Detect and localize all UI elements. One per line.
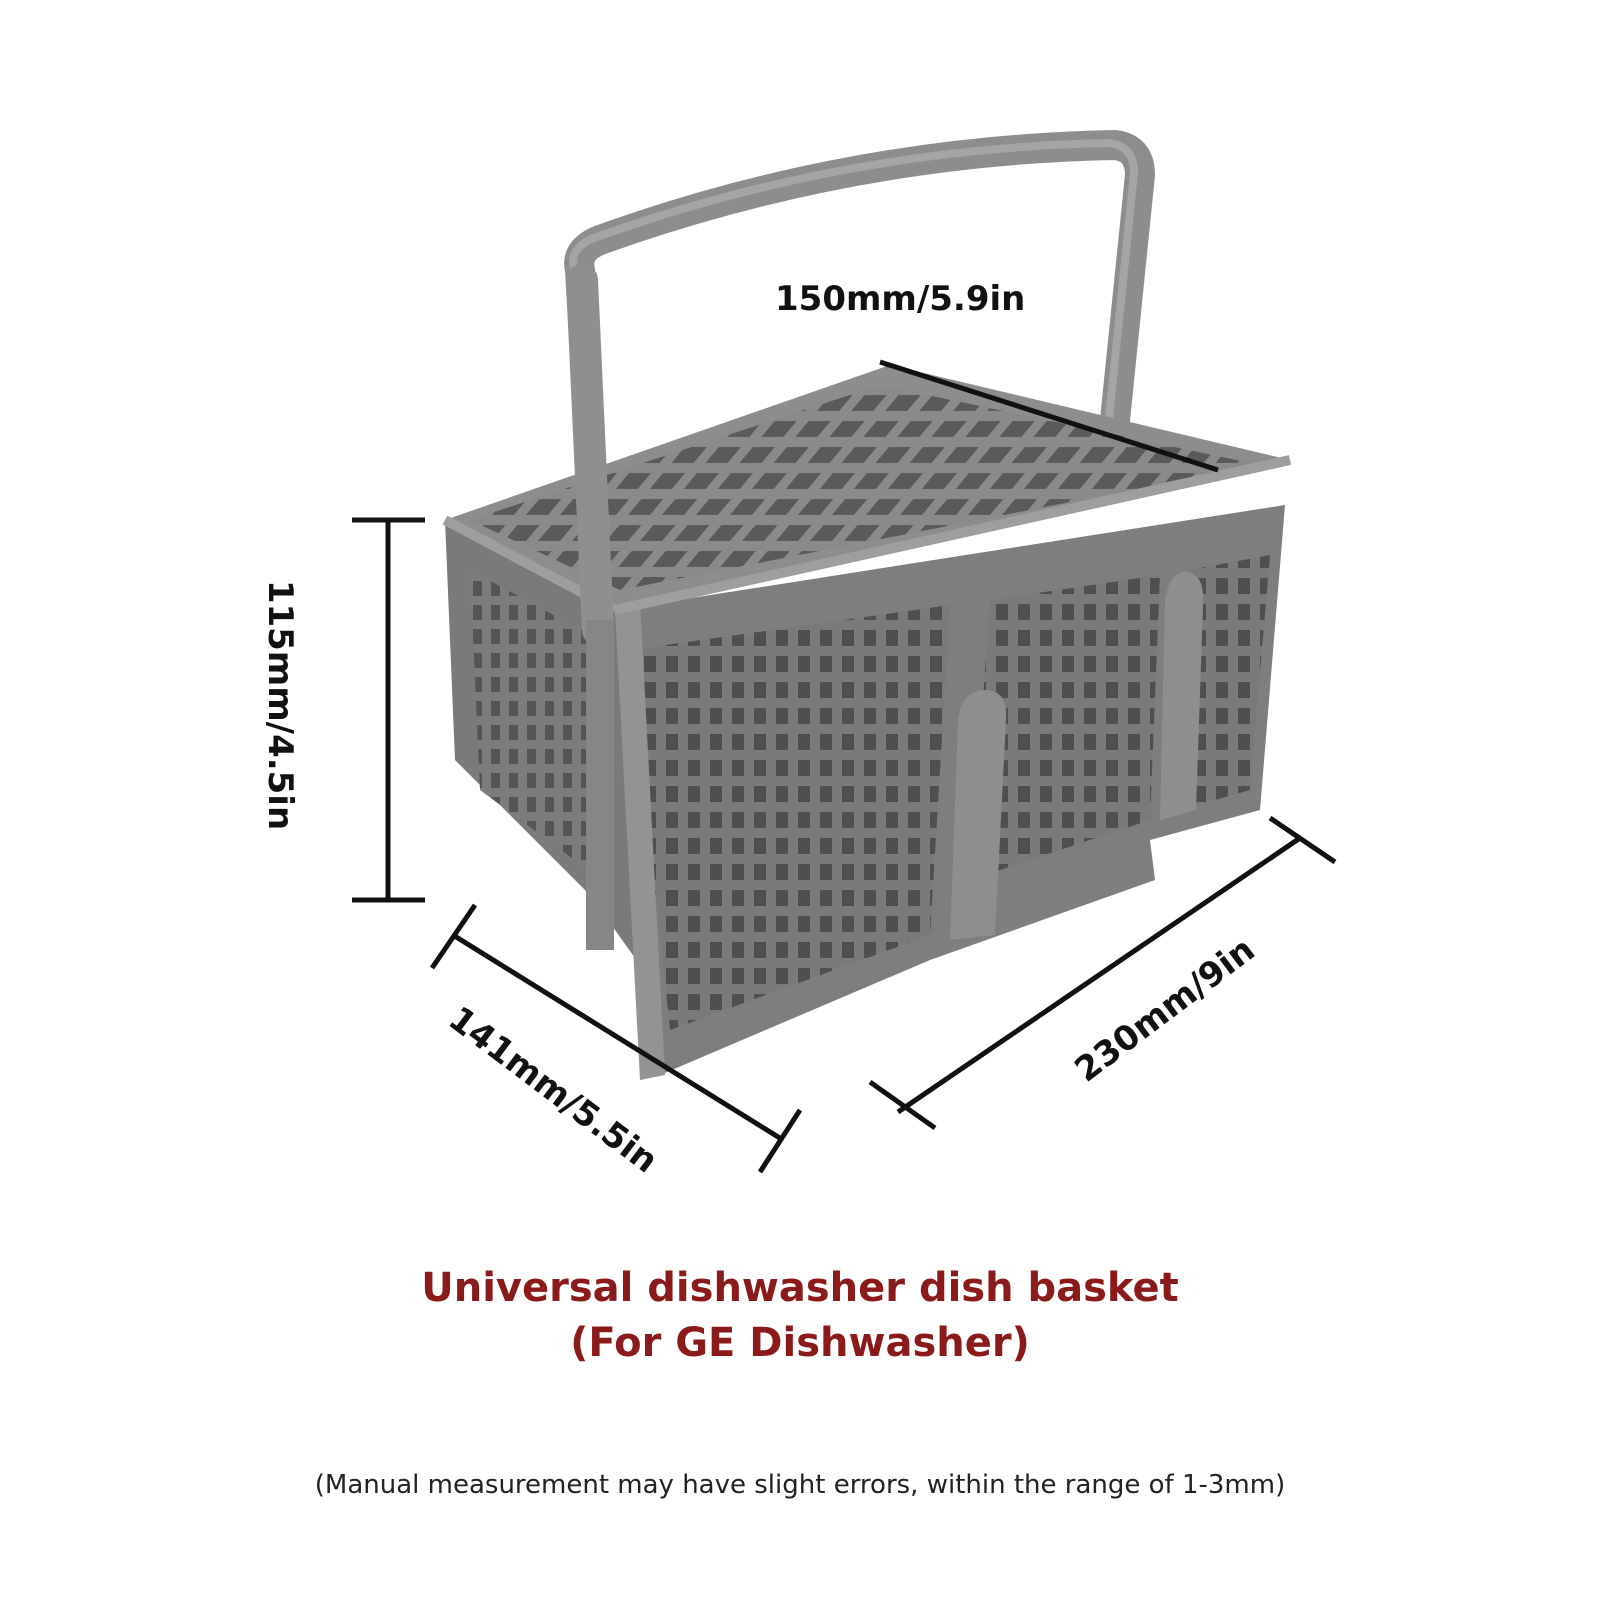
basket-front-panel [615, 505, 1285, 1080]
basket-handle [564, 130, 1155, 635]
dimension-line-depth [451, 932, 785, 1143]
dimension-line-width [896, 835, 1302, 1115]
dimension-label-height: 115mm/4.5in [260, 579, 300, 831]
product-title-line-1: Universal dishwasher dish basket [421, 1265, 1179, 1311]
dimension-label-top-width: 150mm/5.9in [775, 279, 1026, 319]
basket-handle-front-leg [566, 264, 614, 950]
measurement-note: (Manual measurement may have slight erro… [314, 1470, 1286, 1500]
dimension-line-top [879, 359, 1219, 473]
product-title-line-2: (For GE Dishwasher) [570, 1320, 1030, 1366]
dimension-lines [352, 359, 1337, 1174]
